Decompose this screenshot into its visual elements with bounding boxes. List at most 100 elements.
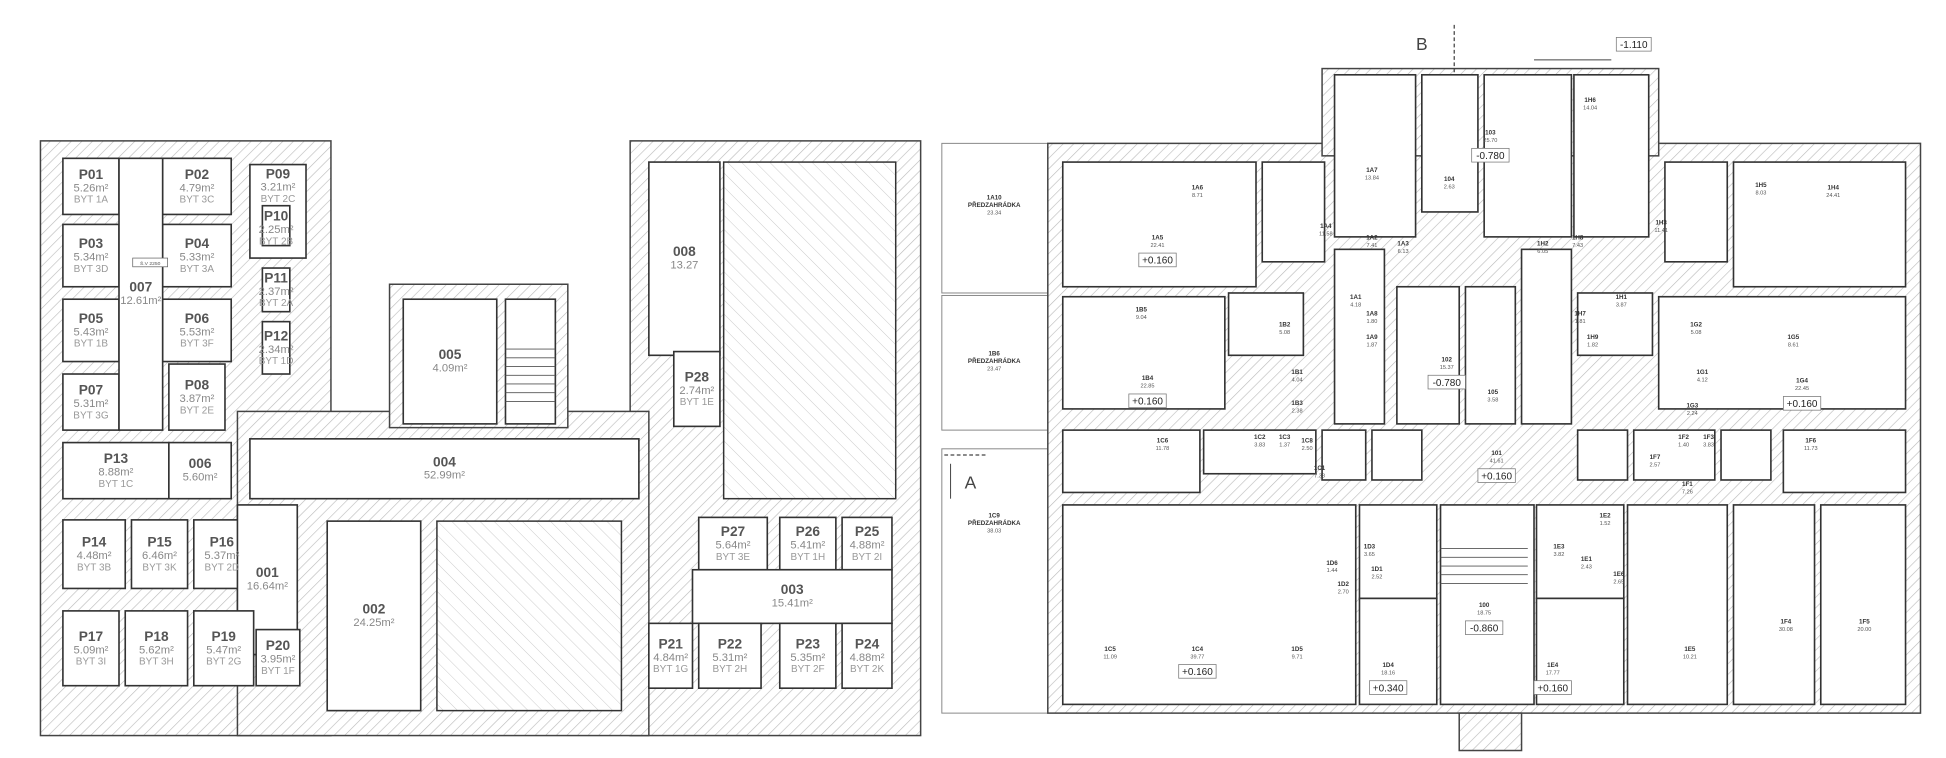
room-area: 4.88m² [850,652,885,664]
space-32 [1819,504,1907,706]
room-area: 20.00 [1857,627,1871,633]
space-28 [1535,504,1625,600]
floor-level: +0.160 [1537,683,1568,694]
room-number: P13 [104,451,129,466]
room-area: 3.82 [1553,552,1564,558]
room-area: 25.70 [1483,138,1497,144]
room-apartment: BYT 3D [74,264,109,275]
room-area: 8.03 [1755,190,1766,196]
room-area: 4.09m² [433,363,468,375]
room-p21 [648,622,694,689]
level-box [1533,680,1572,695]
room-apartment: BYT 1H [790,552,825,563]
space-11 [1396,285,1461,425]
room-number: P18 [144,629,169,644]
room-area: 6.05 [1537,249,1548,255]
entrance-stairs [1440,548,1528,584]
room-area: 2.57 [1649,462,1660,468]
room-006 [168,441,233,500]
room-p17 [62,610,120,687]
room-number: P23 [796,636,821,651]
room-area: 3.83 [1254,442,1265,448]
space-7 [1732,161,1907,288]
room-number: 1C8 [1301,438,1313,445]
front-garden-1c9 [941,448,1049,714]
room-area: 22.85 [1141,384,1155,390]
room-number: 1D1 [1371,566,1383,573]
room-area: 5.62m² [139,644,174,656]
room-number: 1B1 [1291,369,1303,376]
room-apartment: BYT 3E [716,552,751,563]
room-p10 [261,204,291,247]
space-15 [1657,295,1907,410]
space-18 [1321,429,1367,481]
room-number: 1G1 [1696,369,1708,376]
room-p14 [62,519,127,590]
room-apartment: BYT 1F [261,666,295,677]
room-number: 1H1 [1616,294,1628,301]
room-area: 2.74m² [679,385,714,397]
room-p19 [192,610,255,687]
room-area: 3.87 [1616,303,1627,309]
room-007 [118,157,164,431]
room-number: 1G3 [1686,403,1698,410]
space-17 [1202,429,1317,475]
room-area: 7.26 [1682,490,1693,496]
room-area: 24.41 [1826,193,1840,199]
room-number: 1A2 [1366,234,1378,241]
room-area: 2.70 [1338,589,1349,595]
room-number: P25 [855,524,880,539]
room-number: 006 [189,456,212,471]
room-number: 1H4 [1828,185,1840,192]
room-area: 2.37m² [259,286,294,298]
space-10 [1333,248,1386,425]
level-box [1138,252,1177,268]
room-number: 1C1 [1314,465,1326,472]
room-area: 4.79m² [179,182,214,194]
room-number: 1E6 [1613,571,1625,578]
room-p08 [168,363,226,431]
room-p13 [62,441,170,500]
room-area: 2.52 [1371,574,1382,580]
room-area: 38.03 [987,528,1001,534]
floor-level: +0.160 [1142,256,1173,267]
room-number: P17 [79,629,104,644]
room-number: P09 [266,166,291,181]
room-apartment: BYT 2A [259,298,294,309]
room-p06 [161,298,233,363]
room-number: 1C4 [1192,646,1204,653]
room-area: 12.61m² [120,295,161,307]
room-number: 1D6 [1326,560,1338,567]
space-23 [1782,429,1907,494]
space-22 [1720,429,1772,481]
section-marker-b: B [1416,34,1428,54]
room-p18 [124,610,189,687]
